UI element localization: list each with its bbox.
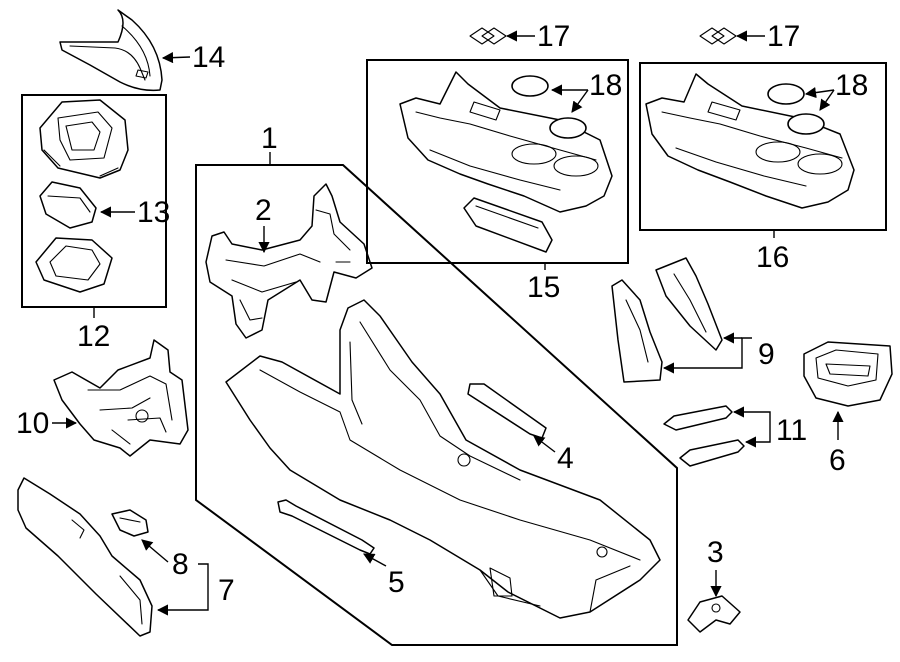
callout-17-left: 17 xyxy=(537,20,570,53)
part-11-strip-upper xyxy=(663,405,733,431)
part-18-ring-right-b xyxy=(787,113,825,135)
part-18-ring-right-a xyxy=(767,83,805,105)
callout-16: 16 xyxy=(756,241,789,274)
callout-10: 10 xyxy=(16,407,49,440)
part-9-trim-right xyxy=(655,257,723,351)
part-3-bracket xyxy=(687,595,741,633)
part-1-console-body xyxy=(225,299,661,619)
callout-5: 5 xyxy=(388,566,405,599)
callout-8: 8 xyxy=(172,548,189,581)
part-5-rod xyxy=(277,499,375,555)
callout-3: 3 xyxy=(707,536,724,569)
callout-9: 9 xyxy=(758,338,775,371)
part-7-side-panel xyxy=(17,477,153,637)
frame-15 xyxy=(366,59,629,264)
part-15-tray xyxy=(463,197,553,253)
part-18-ring-left-a xyxy=(511,75,549,97)
part-8-clip xyxy=(111,509,149,537)
part-4-strip xyxy=(467,383,547,439)
part-6-bin xyxy=(803,341,893,407)
part-11-strip-lower xyxy=(679,439,745,467)
part-16-cupholder xyxy=(645,73,855,209)
callout-15: 15 xyxy=(527,271,560,304)
callout-7: 7 xyxy=(218,574,235,607)
part-17-clip-left xyxy=(469,27,507,45)
callout-11: 11 xyxy=(776,414,807,447)
callout-4: 4 xyxy=(557,442,574,475)
part-14-shift-bezel xyxy=(59,9,163,92)
callout-6: 6 xyxy=(829,444,846,477)
part-18-ring-left-b xyxy=(549,117,587,139)
part-17-clip-right xyxy=(699,27,737,45)
part-2-support-bracket xyxy=(205,183,373,339)
callout-17-right: 17 xyxy=(767,20,800,53)
part-12-shift-plate xyxy=(39,99,129,179)
frame-1 xyxy=(195,164,678,646)
frame-16 xyxy=(639,62,887,231)
callout-12: 12 xyxy=(77,320,110,353)
callout-18-left: 18 xyxy=(589,69,622,102)
part-15-cupholder xyxy=(399,71,613,213)
callout-14: 14 xyxy=(192,41,225,74)
callout-13: 13 xyxy=(137,196,170,229)
part-12-trim-plate xyxy=(35,237,113,293)
part-9-trim-left xyxy=(611,279,663,383)
callout-2: 2 xyxy=(255,194,272,227)
part-13-boot xyxy=(39,181,97,229)
callout-1: 1 xyxy=(261,122,278,155)
callout-18-right: 18 xyxy=(835,69,868,102)
part-10-bracket xyxy=(53,339,189,457)
